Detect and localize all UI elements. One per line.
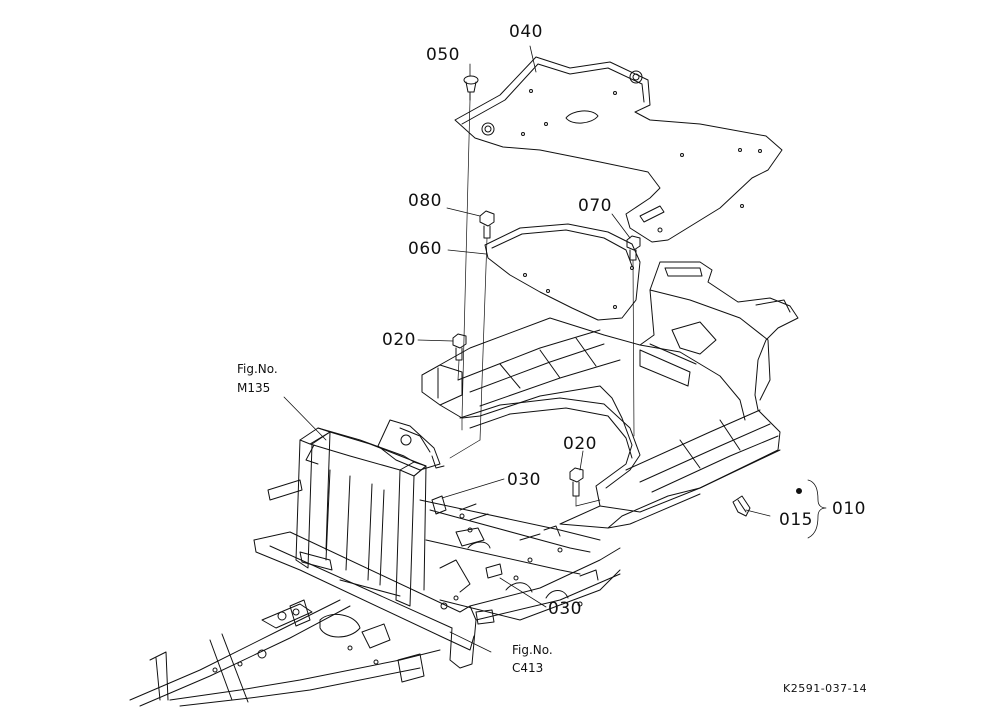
floor-mat-040: [455, 57, 782, 242]
floor-step-010: [422, 262, 798, 528]
fig-ref-c413-label: Fig.No.: [512, 643, 553, 657]
bolt-020-lower: [570, 468, 583, 496]
callout-060: 060: [408, 239, 442, 259]
bolt-080: [480, 211, 494, 238]
callout-030-upper: 030: [507, 470, 541, 490]
dot-010: [797, 489, 802, 494]
assembly-guide-lines: [450, 100, 634, 506]
callout-070: 070: [578, 196, 612, 216]
decal-015: [733, 496, 750, 516]
callout-040: 040: [509, 22, 543, 42]
callout-020-upper: 020: [382, 330, 416, 350]
callout-030-lower: 030: [548, 599, 582, 619]
callout-015: 015: [779, 510, 813, 530]
fig-ref-m135-number: M135: [237, 381, 271, 395]
floor-cover-060: [485, 224, 640, 320]
callout-020-lower: 020: [563, 434, 597, 454]
fig-ref-c413-number: C413: [512, 661, 544, 675]
callout-010: 010: [832, 499, 866, 519]
drawing-code: K2591-037-14: [783, 682, 868, 695]
fig-ref-m135-label: Fig.No.: [237, 362, 278, 376]
clip-050: [464, 76, 478, 100]
callout-050: 050: [426, 45, 460, 65]
leader-lines: [284, 46, 826, 652]
main-frame-chassis: [130, 420, 620, 706]
callout-080: 080: [408, 191, 442, 211]
